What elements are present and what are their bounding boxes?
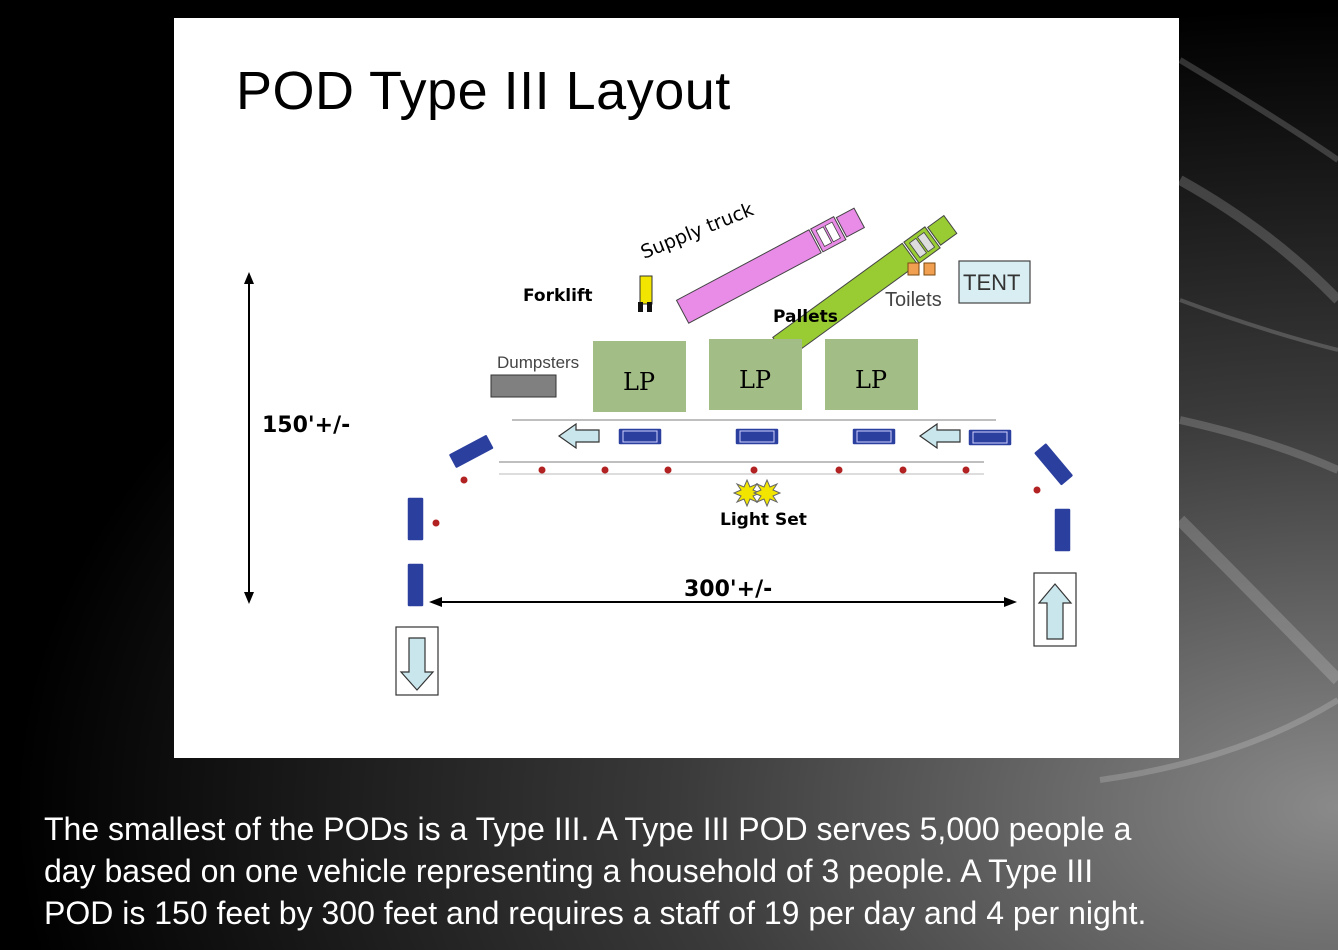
height-label: 150'+/- (262, 413, 350, 438)
caption-line: day based on one vehicle representing a … (44, 853, 1094, 889)
slide-title: POD Type III Layout (236, 61, 731, 121)
height-dimension-arrow (244, 272, 254, 604)
loading-point: LP (709, 339, 802, 410)
car-icon (734, 427, 780, 446)
lane-arrow-icon (557, 422, 600, 450)
width-dimension-arrow (429, 597, 1017, 607)
pod-layout-diagram: Supply truck Forklift Pallets Toilets TE… (244, 198, 1077, 696)
forklift-label: Forklift (523, 286, 592, 306)
supply-truck (675, 207, 866, 324)
cone-icon (664, 466, 672, 474)
toilets-label: Toilets (885, 289, 942, 311)
cone-icon (1033, 486, 1041, 494)
lane-arrow-icon (918, 422, 961, 450)
slide-caption: The smallest of the PODs is a Type III. … (44, 808, 1314, 934)
width-label: 300'+/- (684, 577, 772, 602)
light-set-icon (732, 478, 782, 508)
dumpster-icon (490, 374, 557, 398)
car-icon (1033, 442, 1075, 487)
cone-icon (538, 466, 546, 474)
caption-line: The smallest of the PODs is a Type III. … (44, 811, 1132, 847)
toilet-icon (923, 262, 936, 276)
toilet-icon (907, 262, 920, 276)
car-icon (406, 496, 425, 542)
loading-point: LP (593, 341, 686, 412)
tent-label: TENT (963, 270, 1020, 295)
svg-text:LP: LP (855, 366, 887, 394)
tent-box (958, 260, 1031, 304)
cone-icon (962, 466, 970, 474)
car-icon (447, 433, 495, 470)
loading-point: LP (825, 339, 918, 410)
exit-arrow-icon (395, 626, 439, 696)
pallets-label: Pallets (773, 307, 838, 327)
forklift-icon (638, 275, 653, 312)
cone-icon (460, 476, 468, 484)
car-icon (851, 427, 897, 446)
svg-text:LP: LP (623, 368, 655, 396)
supply-truck-label: Supply truck (638, 198, 757, 263)
cone-icon (835, 466, 843, 474)
caption-line: POD is 150 feet by 300 feet and requires… (44, 895, 1147, 931)
cone-icon (899, 466, 907, 474)
dumpsters-label: Dumpsters (497, 353, 579, 372)
cone-icon (750, 466, 758, 474)
svg-text:LP: LP (739, 366, 771, 394)
car-icon (406, 562, 425, 608)
cone-icon (601, 466, 609, 474)
entry-arrow-icon (1033, 572, 1077, 647)
car-icon (1053, 507, 1072, 553)
car-icon (967, 428, 1013, 447)
light-set-label: Light Set (720, 510, 807, 530)
cone-icon (432, 519, 440, 527)
car-icon (617, 427, 663, 446)
slide-card: POD Type III Layout Supply truck Forklif… (174, 18, 1179, 758)
